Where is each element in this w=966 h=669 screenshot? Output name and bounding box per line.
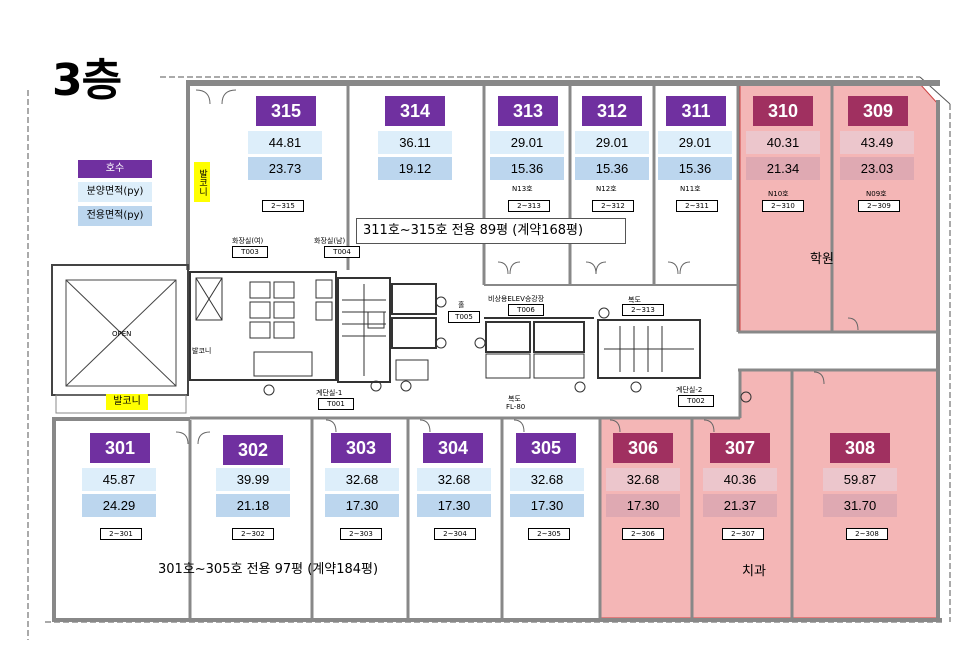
restroom-male-code: T004 (324, 246, 360, 258)
exclusive-area: 15.36 (490, 157, 564, 180)
unit-code: 2~305 (528, 528, 570, 540)
unit-code: 2~306 (622, 528, 664, 540)
small-balcony-label: 발코니 (192, 347, 212, 355)
hall-code: T005 (448, 311, 480, 323)
open-label: OPEN (112, 330, 132, 338)
sale-area: 39.99 (216, 468, 290, 491)
legend-sale-area: 분양면적(py) (78, 182, 152, 202)
exclusive-area: 23.73 (248, 157, 322, 180)
sale-area: 40.31 (746, 131, 820, 154)
sale-area: 40.36 (703, 468, 777, 491)
corridor-top-label: 복도 (628, 296, 641, 304)
unit-code: 2~301 (100, 528, 142, 540)
unit-number: 309 (848, 96, 908, 126)
sale-area: 32.68 (325, 468, 399, 491)
sale-area: 29.01 (575, 131, 649, 154)
exclusive-area: 31.70 (823, 494, 897, 517)
unit-number: 314 (385, 96, 445, 126)
unit-sub-label: N11호 (680, 185, 701, 193)
unit-number: 304 (423, 433, 483, 463)
sale-area: 36.11 (378, 131, 452, 154)
exclusive-area: 15.36 (575, 157, 649, 180)
unit-number: 306 (613, 433, 673, 463)
exclusive-area: 21.34 (746, 157, 820, 180)
corridor-top-code: 2~313 (622, 304, 664, 316)
note-top-group: 311호~315호 전용 89평 (계약168평) (356, 218, 626, 244)
unit-code: 2~311 (676, 200, 718, 212)
exclusive-area: 17.30 (510, 494, 584, 517)
stair2-code: T002 (678, 395, 714, 407)
exclusive-area: 15.36 (658, 157, 732, 180)
sale-area: 59.87 (823, 468, 897, 491)
legend-exclusive-area: 전용면적(py) (78, 206, 152, 226)
label-academy: 학원 (810, 252, 834, 267)
stair2-label: 계단실-2 (676, 386, 703, 394)
unit-sub-label: N09호 (866, 190, 887, 198)
exclusive-area: 24.29 (82, 494, 156, 517)
restroom-female-label: 화장실(여) (232, 237, 264, 245)
unit-number: 315 (256, 96, 316, 126)
stair1-code: T001 (318, 398, 354, 410)
unit-number: 308 (830, 433, 890, 463)
exclusive-area: 17.30 (325, 494, 399, 517)
exclusive-area: 17.30 (606, 494, 680, 517)
exclusive-area: 23.03 (840, 157, 914, 180)
unit-code: 2~315 (262, 200, 304, 212)
legend-unit: 호수 (78, 160, 152, 178)
unit-number: 307 (710, 433, 770, 463)
sale-area: 45.87 (82, 468, 156, 491)
balcony-label: 발코니 (106, 394, 148, 410)
hall-label: 홀 (458, 301, 465, 309)
elev-label: 비상용ELEV승강장 (488, 295, 545, 303)
sale-area: 32.68 (510, 468, 584, 491)
restroom-female-code: T003 (232, 246, 268, 258)
sale-area: 29.01 (490, 131, 564, 154)
exclusive-area: 19.12 (378, 157, 452, 180)
restroom-male-label: 화장실(남) (314, 237, 346, 245)
unit-code: 2~309 (858, 200, 900, 212)
sale-area: 44.81 (248, 131, 322, 154)
unit-code: 2~308 (846, 528, 888, 540)
exclusive-area: 21.18 (216, 494, 290, 517)
unit-code: 2~310 (762, 200, 804, 212)
note-bottom-group: 301호~305호 전용 97평 (계약184평) (158, 562, 379, 577)
unit-sub-label: N12호 (596, 185, 617, 193)
unit-number: 305 (516, 433, 576, 463)
unit-number: 301 (90, 433, 150, 463)
corridor-mid-label: 복도 (508, 395, 521, 403)
corridor-mid-code: FL-80 (506, 403, 526, 411)
unit-code: 2~307 (722, 528, 764, 540)
elev-code: T006 (508, 304, 544, 316)
unit-number: 311 (666, 96, 726, 126)
unit-code: 2~302 (232, 528, 274, 540)
unit-number: 302 (223, 435, 283, 465)
sale-area: 32.68 (606, 468, 680, 491)
unit-code: 2~312 (592, 200, 634, 212)
sale-area: 29.01 (658, 131, 732, 154)
label-dental: 치과 (742, 564, 766, 579)
unit-number: 303 (331, 433, 391, 463)
sale-area: 32.68 (417, 468, 491, 491)
unit-code: 2~313 (508, 200, 550, 212)
floor-title: 3층 (52, 55, 122, 106)
sale-area: 43.49 (840, 131, 914, 154)
unit-number: 310 (753, 96, 813, 126)
balcony-vertical-label: 발코니 (194, 162, 210, 202)
unit-sub-label: N10호 (768, 190, 789, 198)
unit-code: 2~304 (434, 528, 476, 540)
exclusive-area: 17.30 (417, 494, 491, 517)
unit-code: 2~303 (340, 528, 382, 540)
exclusive-area: 21.37 (703, 494, 777, 517)
unit-number: 312 (582, 96, 642, 126)
unit-number: 313 (498, 96, 558, 126)
unit-sub-label: N13호 (512, 185, 533, 193)
stair1-label: 계단실-1 (316, 389, 343, 397)
